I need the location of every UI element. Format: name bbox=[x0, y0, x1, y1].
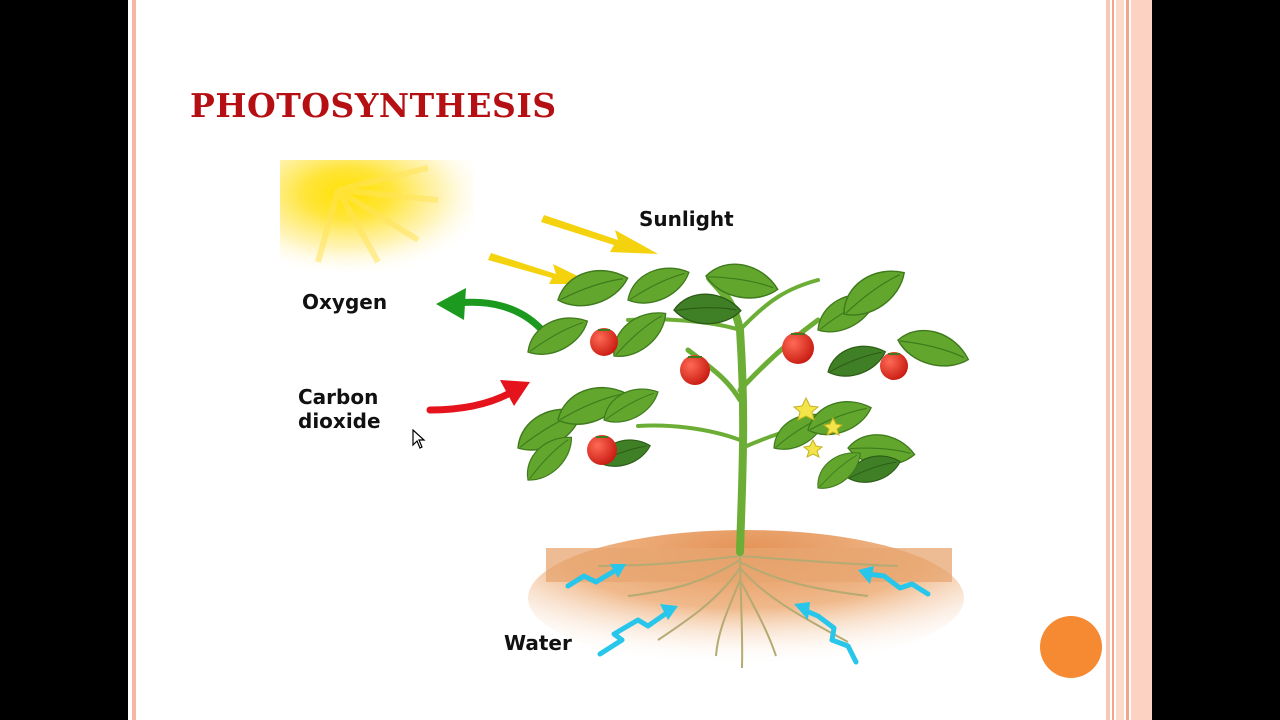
slide-border-left bbox=[128, 0, 138, 720]
water-arrow-heads bbox=[610, 564, 874, 620]
tomatoes bbox=[587, 328, 908, 465]
label-water: Water bbox=[504, 631, 572, 655]
slide-border-right bbox=[1106, 0, 1152, 720]
sunlight-arrow bbox=[488, 215, 658, 284]
slide-title: PHOTOSYNTHESIS bbox=[190, 86, 557, 125]
label-sunlight: Sunlight bbox=[639, 207, 734, 231]
water-arrow bbox=[565, 567, 931, 665]
photosynthesis-diagram bbox=[280, 160, 974, 669]
flowers bbox=[792, 396, 844, 458]
label-oxygen: Oxygen bbox=[302, 290, 388, 314]
carbon-dioxide-arrow bbox=[426, 380, 530, 414]
label-carbon-dioxide: Carbon dioxide bbox=[298, 385, 381, 433]
sun-icon bbox=[280, 160, 474, 272]
next-slide-button[interactable] bbox=[1040, 616, 1102, 678]
soil bbox=[528, 530, 964, 666]
slide: PHOTOSYNTHESIS bbox=[128, 0, 1152, 720]
oxygen-arrow bbox=[436, 288, 544, 332]
mouse-pointer-icon bbox=[412, 429, 426, 449]
plant-stem bbox=[626, 274, 850, 556]
